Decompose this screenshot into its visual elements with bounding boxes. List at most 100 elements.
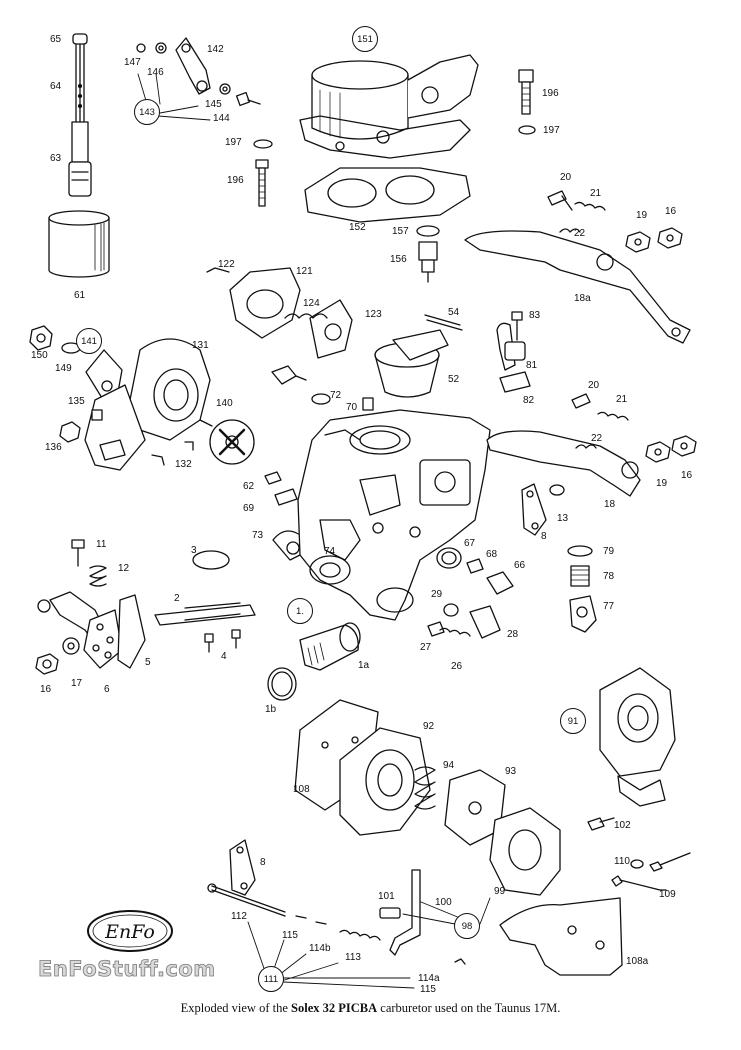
part-label: 4 [221, 651, 227, 662]
part-label: 112 [231, 911, 247, 922]
part-label: 109 [659, 889, 676, 900]
part-label: 68 [486, 549, 498, 560]
part-label: 27 [420, 642, 432, 653]
pump-91 [599, 667, 676, 807]
lever-142 [136, 37, 261, 107]
screws-4 [204, 629, 241, 653]
part-label: 2 [174, 593, 180, 604]
part-label: 28 [507, 629, 519, 640]
part-label: 146 [147, 67, 164, 78]
part-label: 20 [588, 380, 600, 391]
badge-151: 151 [352, 26, 378, 52]
pump-cover-131 [29, 325, 211, 471]
part-label: 61 [74, 290, 86, 301]
part-label: 13 [557, 513, 569, 524]
part-label: 54 [448, 307, 460, 318]
part-label: 78 [603, 571, 615, 582]
badge-143: 143 [134, 99, 160, 125]
badge-91: 91 [560, 708, 586, 734]
link-8-13 [521, 483, 565, 536]
caption-prefix: Exploded view of the [180, 1001, 292, 1015]
part-label: 123 [365, 309, 382, 320]
badge-98: 98 [454, 913, 480, 939]
badge-1: 1. [287, 598, 313, 624]
part-label: 16 [681, 470, 693, 481]
air-horn-151 [299, 54, 479, 159]
part-label: 197 [543, 125, 560, 136]
pump-rod [68, 33, 92, 197]
part-label: 18a [574, 293, 591, 304]
caption-suffix: carburetor used on the Taunus 17M. [377, 1001, 561, 1015]
pump-lever-140 [199, 419, 255, 465]
part-label: 115 [420, 984, 436, 995]
float-52 [374, 314, 463, 398]
part-label: 79 [603, 546, 615, 557]
part-label: 22 [591, 433, 603, 444]
part-label: 92 [423, 721, 435, 732]
part-label: 22 [574, 228, 586, 239]
part-label: 114a [418, 973, 440, 984]
part-label: 147 [124, 57, 141, 68]
part-label: 115 [282, 930, 298, 941]
fitting-1a [267, 622, 361, 701]
part-label: 19 [656, 478, 668, 489]
part-label: 131 [192, 340, 209, 351]
valve-156 [416, 225, 440, 283]
part-label: 152 [349, 222, 366, 233]
part-label: 70 [346, 402, 358, 413]
screw-196 [253, 139, 273, 207]
bracket-108a [499, 897, 623, 976]
part-label: 149 [55, 363, 72, 374]
part-label: 21 [616, 394, 628, 405]
part-label: 19 [636, 210, 648, 221]
housing-121 [206, 267, 353, 359]
part-label: 114b [309, 943, 331, 954]
screw-196-right [518, 69, 536, 135]
part-label: 196 [542, 88, 559, 99]
part-label: 20 [560, 172, 572, 183]
part-label: 17 [71, 678, 83, 689]
part-label: 74 [324, 546, 336, 557]
bracket-81 [496, 311, 531, 393]
part-label: 144 [213, 113, 230, 124]
part-label: 12 [118, 563, 130, 574]
part-label: 100 [435, 897, 452, 908]
part-label: 69 [243, 503, 255, 514]
part-label: 145 [205, 99, 222, 110]
part-label: 140 [216, 398, 233, 409]
part-label: 156 [390, 254, 407, 265]
part-label: 26 [451, 661, 463, 672]
part-label: 93 [505, 766, 517, 777]
part-label: 121 [296, 266, 313, 277]
part-label: 113 [345, 952, 361, 963]
part-label: 108 [293, 784, 310, 795]
part-label: 64 [50, 81, 62, 92]
part-label: 67 [464, 538, 476, 549]
part-label: 21 [590, 188, 602, 199]
jet-77 [567, 545, 597, 633]
part-label: 196 [227, 175, 244, 186]
part-label: 16 [40, 684, 52, 695]
part-label: 197 [225, 137, 242, 148]
part-label: 63 [50, 153, 62, 164]
part-label: 132 [175, 459, 192, 470]
watermark-text: EnFoStuff.com [38, 957, 216, 982]
lever-18a [464, 190, 691, 344]
enfo-logo-text: EnFo [104, 921, 155, 943]
part-label: 150 [31, 350, 48, 361]
part-label: 136 [45, 442, 62, 453]
badge-141: 141 [76, 328, 102, 354]
part-label: 81 [526, 360, 538, 371]
part-label: 65 [50, 34, 62, 45]
part-label: 52 [448, 374, 460, 385]
gasket-152 [304, 167, 471, 223]
part-label: 142 [207, 44, 224, 55]
part-label: 16 [665, 206, 677, 217]
carburetor-parts-drawing [29, 33, 697, 989]
part-label: 122 [218, 259, 235, 270]
part-label: 62 [243, 481, 255, 492]
badge-111: 111 [258, 966, 284, 992]
throttle-shaft [71, 539, 256, 626]
part-label: 66 [514, 560, 526, 571]
